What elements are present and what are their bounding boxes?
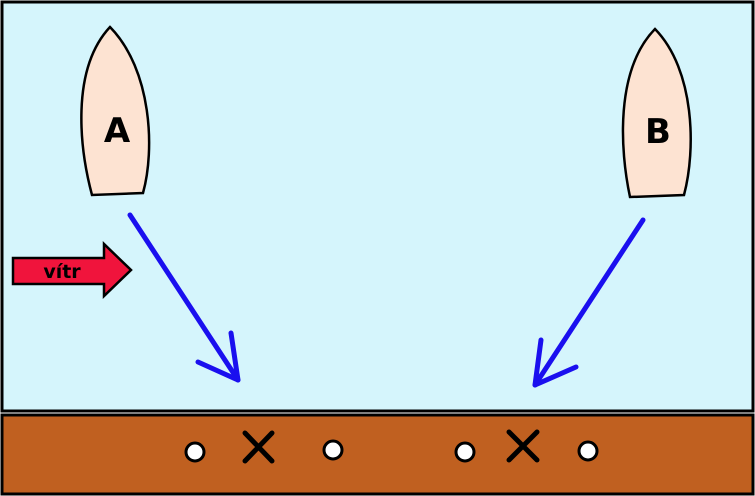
boat-a-label: A (104, 111, 131, 151)
course-arrow-a (127, 212, 241, 383)
bollard-icon (577, 440, 599, 462)
wind-arrow: vítr (11, 241, 133, 299)
boat-b-label: B (645, 112, 671, 152)
cross-icon (506, 429, 540, 463)
bollard-icon (184, 441, 206, 463)
bollard-icon (322, 439, 344, 461)
pier-markers (184, 429, 599, 464)
wind-arrow-shape (11, 241, 133, 299)
bollard-icon (454, 441, 476, 463)
boat-b: B (621, 27, 692, 199)
wind-label: vítr (43, 261, 81, 283)
pier (0, 413, 755, 496)
course-arrow-b (532, 217, 646, 388)
cross-icon (242, 430, 275, 464)
boat-b-hull (621, 27, 692, 199)
boat-a: A (80, 25, 151, 197)
boat-a-hull (80, 25, 151, 197)
